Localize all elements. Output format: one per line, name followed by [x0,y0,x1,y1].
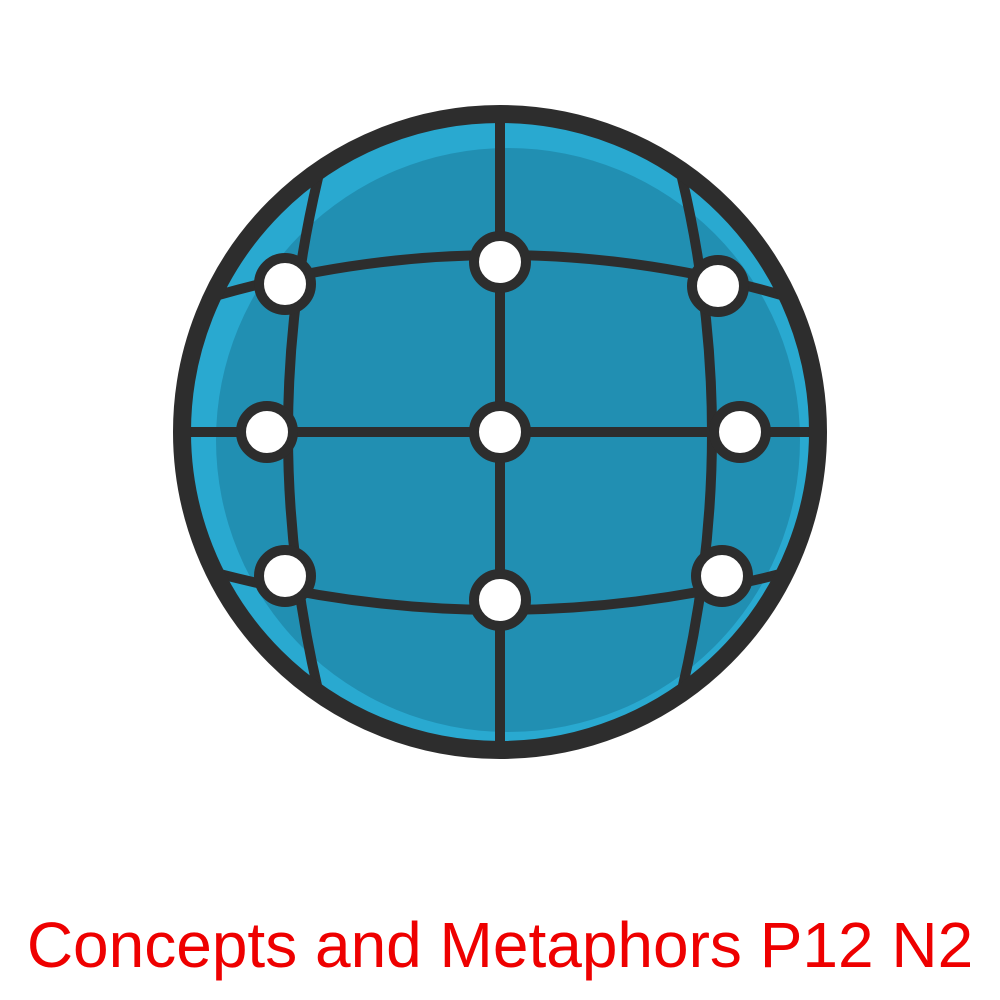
node-top-center [469,231,531,293]
globe-nodes [236,231,771,631]
node-bottom-left [254,545,316,607]
globe-outline [173,105,827,759]
caption-title: Concepts and Metaphors P12 N2 [26,909,974,981]
node-top-left [254,253,316,315]
node-mid-right [709,401,771,463]
globe-network-icon [173,105,827,759]
node-mid-left [236,401,298,463]
node-top-right [687,255,749,317]
globe-graphic [173,105,827,759]
node-bottom-right [691,545,753,607]
node-mid-center [469,401,531,463]
node-bottom-center [469,569,531,631]
